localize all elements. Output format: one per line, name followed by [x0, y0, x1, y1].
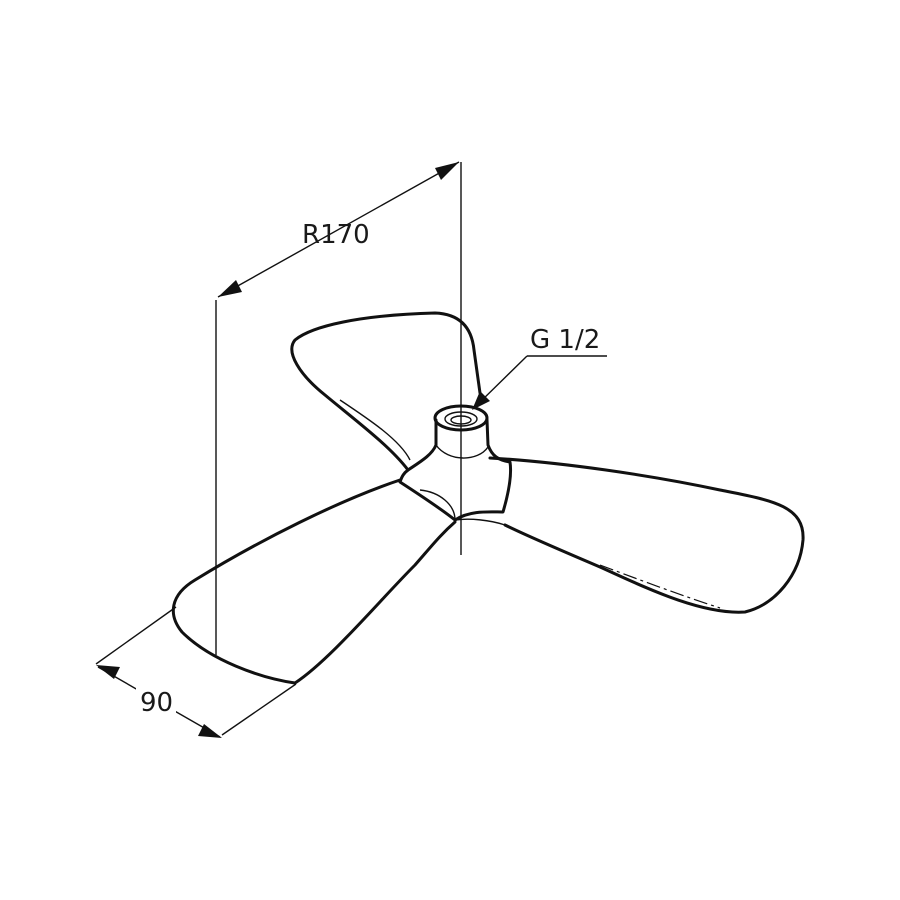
- connection-arrow: [472, 391, 490, 410]
- radius-dimension: R170: [215, 161, 460, 655]
- central-hub: [398, 418, 512, 522]
- width-label: 90: [140, 688, 173, 718]
- width-extension-line-left: [95, 606, 177, 665]
- width-arrow-right: [198, 724, 222, 738]
- back-blade: [290, 311, 482, 472]
- connection-label: G 1/2: [530, 325, 600, 355]
- width-extension-line-right: [221, 683, 297, 736]
- width-dimension: 90: [95, 606, 297, 738]
- radius-dimension-line: [217, 161, 460, 298]
- radius-label: R170: [302, 220, 370, 250]
- right-blade: [488, 456, 805, 614]
- radius-arrow-left: [218, 280, 242, 297]
- radius-arrow-right: [435, 162, 459, 180]
- shower-head-outline: [171, 311, 805, 685]
- width-arrow-left: [96, 665, 120, 679]
- front-left-blade: [171, 478, 457, 685]
- connection-callout: G 1/2: [472, 325, 607, 410]
